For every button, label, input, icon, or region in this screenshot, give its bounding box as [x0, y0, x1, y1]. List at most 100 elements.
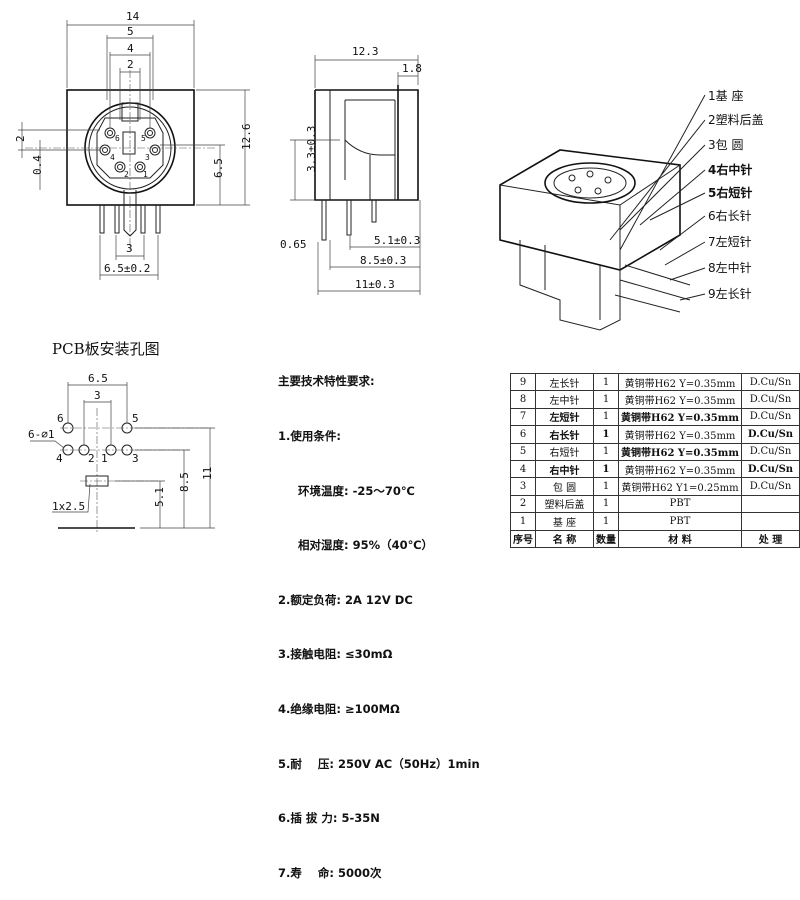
pin-label: 6	[115, 134, 120, 143]
dim-8-5: 8.5	[178, 472, 191, 492]
hole-label: 1	[101, 452, 108, 465]
table-cell: 7	[510, 407, 536, 427]
spec-line: 相对湿度: 95%（40℃）	[298, 538, 434, 553]
table-cell: 包 圆	[534, 477, 595, 496]
table-cell: 1	[593, 425, 620, 444]
table-cell: 1	[510, 512, 536, 531]
spec-line: 3.接触电阻: ≤30mΩ	[278, 647, 393, 662]
dim-3: 3	[94, 389, 101, 402]
table-cell: 塑料后盖	[534, 494, 595, 514]
dim-3: 3	[126, 242, 133, 255]
callout: 8左中针	[708, 260, 752, 275]
technical-drawing: 6 5 4 3 2 1 14 5 4 2 12.6 6.5 2 0.4 3 6.…	[14, 10, 764, 532]
table-header-cell: 名 称	[534, 529, 595, 548]
spec-line: 环境温度: -25～70℃	[298, 483, 415, 498]
specs-block: 主要技术特性要求: 1.使用条件: 环境温度: -25～70℃ 相对湿度: 95…	[278, 336, 480, 900]
table-cell: 右短针	[534, 442, 595, 461]
table-cell: 黄铜带H62 Y1=0.25mm	[618, 477, 742, 496]
table-cell: 5	[510, 442, 536, 461]
isometric-view	[499, 94, 706, 331]
dim-6-5: 6.5	[88, 372, 108, 385]
table-cell: 左长针	[534, 372, 595, 392]
spec-line: 4.绝缘电阻: ≥100MΩ	[278, 701, 400, 716]
table-cell: 1	[593, 390, 620, 409]
table-header-row: 序号名 称数量材 料处 理	[510, 529, 800, 548]
dim-6-5-tol: 6.5±0.2	[104, 262, 150, 275]
pin-label: 5	[141, 134, 146, 143]
callout: 6右长针	[708, 208, 752, 223]
table-header-cell: 序号	[510, 529, 536, 548]
table-cell: PBT	[618, 494, 742, 514]
pin-label: 3	[145, 153, 150, 162]
table-cell: 3	[510, 477, 536, 496]
dim-0-65: 0.65	[280, 238, 307, 251]
callout: 4右中针	[708, 162, 752, 177]
dim-14: 14	[126, 10, 140, 23]
dim-8-5: 8.5±0.3	[360, 254, 406, 267]
specs-heading: 主要技术特性要求:	[278, 374, 375, 389]
dim-slot: 1x2.5	[52, 500, 85, 513]
table-cell: D.Cu/Sn	[740, 407, 800, 427]
table-cell: 1	[593, 494, 620, 514]
callout: 9左长针	[708, 286, 752, 301]
callout: 7左短针	[708, 234, 752, 249]
table-cell: 4	[510, 459, 536, 479]
hole-label: 3	[132, 452, 139, 465]
table-cell: 1	[593, 512, 620, 531]
hole-label: 4	[56, 452, 63, 465]
part-callouts: 1基 座 2塑料后盖 3包 圆 4右中针 5右短针 6右长针 7左短针 8左中针…	[708, 88, 764, 301]
table-cell: 基 座	[534, 512, 595, 531]
dim-11: 11±0.3	[355, 278, 395, 291]
table-cell: 1	[593, 442, 620, 461]
table-cell: 8	[510, 390, 536, 409]
table-cell: 左短针	[534, 407, 595, 427]
table-header-cell: 处 理	[740, 529, 800, 548]
table-cell: 6	[510, 425, 536, 444]
table-cell: 右长针	[534, 425, 595, 444]
table-cell: 右中针	[534, 459, 595, 479]
dim-6-5: 6.5	[212, 158, 225, 178]
callout: 3包 圆	[708, 138, 743, 152]
pcb-hole-drawing: 6 5 4 2 1 3 6.5 3 6-⌀1 1x2.5 5.1 8.5 11	[28, 372, 215, 532]
hole-label: 2	[88, 452, 95, 465]
table-cell: D.Cu/Sn	[740, 372, 800, 392]
spec-line: 1.使用条件:	[278, 429, 341, 443]
table-cell: D.Cu/Sn	[740, 390, 800, 409]
dim-5-1: 5.1±0.3	[374, 234, 420, 247]
dim-12-3: 12.3	[352, 45, 379, 58]
table-cell	[740, 512, 800, 531]
dim-5: 5	[127, 25, 134, 38]
table-header-cell: 材 料	[618, 529, 742, 548]
table-header-cell: 数量	[593, 529, 620, 548]
table-cell: D.Cu/Sn	[740, 425, 800, 444]
table-cell: 黄铜带H62 Y=0.35mm	[618, 372, 742, 392]
table-cell: 1	[593, 477, 620, 496]
table-cell: 2	[510, 494, 536, 514]
side-view: 12.3 1.8 3.3±0.3 0.65 5.1±0.3 8.5±0.3 11…	[280, 45, 422, 295]
table-cell: 9	[510, 372, 536, 392]
table-cell: D.Cu/Sn	[740, 477, 800, 496]
dim-3-3: 3.3±0.3	[305, 126, 318, 172]
callout: 2塑料后盖	[708, 112, 764, 127]
callout: 1基 座	[708, 88, 743, 103]
dim-1-8: 1.8	[402, 62, 422, 75]
hole-label: 6	[57, 412, 64, 425]
table-cell: 黄铜带H62 Y=0.35mm	[618, 390, 742, 409]
callout: 5右短针	[708, 185, 752, 200]
table-cell: 左中针	[534, 390, 595, 409]
pin-label: 1	[143, 170, 148, 179]
spec-line: 2.额定负荷: 2A 12V DC	[278, 592, 413, 607]
dim-11: 11	[201, 467, 214, 480]
table-cell: 黄铜带H62 Y=0.35mm	[618, 459, 742, 479]
pcb-title: PCB板安装孔图	[52, 340, 160, 358]
pin-label: 2	[124, 170, 129, 179]
